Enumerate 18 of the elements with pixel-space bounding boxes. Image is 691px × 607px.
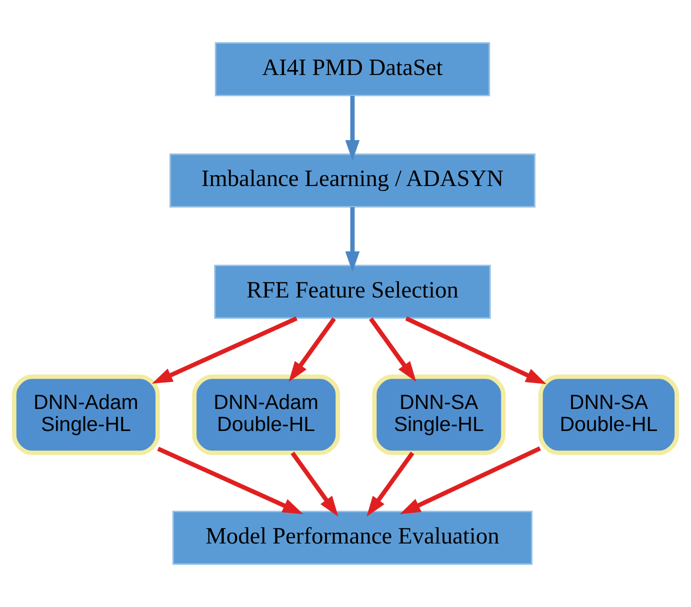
arrow: [290, 452, 338, 517]
arrow: [366, 452, 414, 517]
node-box: AI4I PMD DataSet: [214, 42, 490, 96]
arrow: [345, 96, 360, 161]
arrow: [157, 446, 304, 514]
node-box: DNN-SA Single-HL: [372, 374, 506, 456]
node-box: RFE Feature Selection: [214, 264, 491, 319]
node-box: DNN-Adam Double-HL: [192, 374, 340, 456]
node-box: DNN-SA Double-HL: [538, 374, 679, 456]
node-box: Imbalance Learning / ADASYN: [169, 153, 536, 208]
arrow: [400, 446, 541, 514]
arrow: [152, 316, 298, 384]
arrow: [405, 316, 546, 384]
arrow: [345, 207, 360, 272]
arrow: [369, 317, 416, 382]
node-box: Model Performance Evaluation: [172, 510, 533, 565]
arrow: [288, 317, 336, 382]
node-box: DNN-Adam Single-HL: [12, 374, 160, 456]
